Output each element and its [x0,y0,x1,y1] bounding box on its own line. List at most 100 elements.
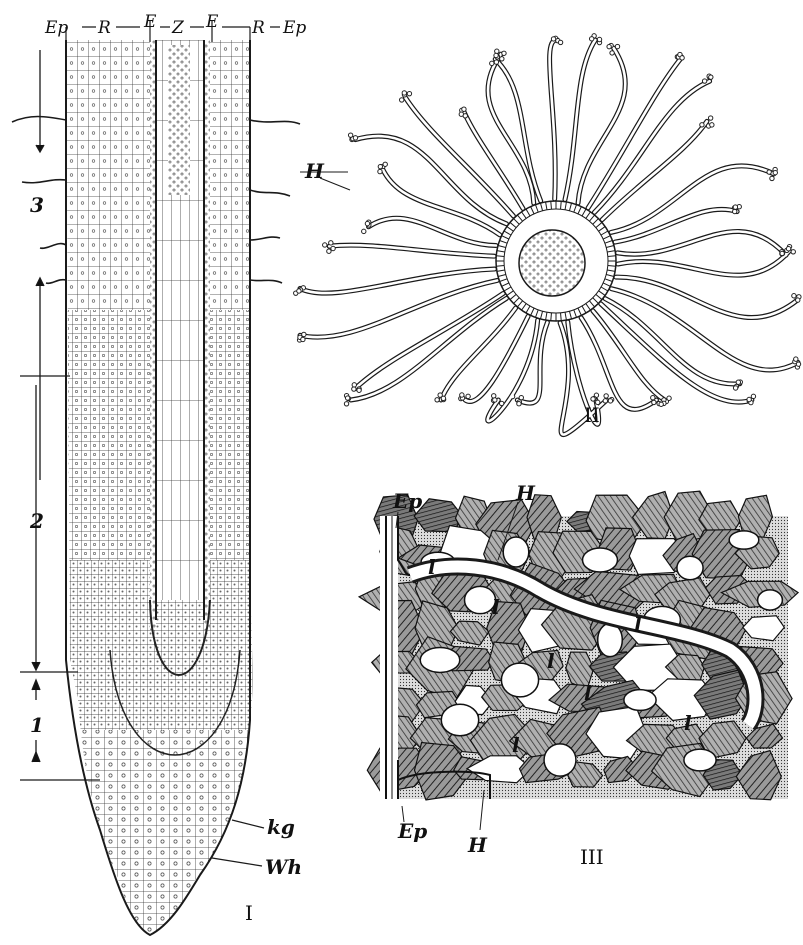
soil-grain [323,243,327,247]
figure-ii-numeral: II [584,403,600,427]
label-r-left: R [97,18,111,38]
soil-grain [773,170,777,174]
soil-grain [378,164,382,168]
air-pocket [598,623,623,656]
soil-grain [652,400,656,404]
soil-grain [494,60,498,64]
label-kg: kg [267,815,295,839]
zone-1-label: 1 [30,713,44,737]
air-pocket [420,648,460,673]
soil-grain [463,114,467,118]
soil-grain [499,401,503,405]
soil-grain [353,136,357,140]
epidermis-cell [608,266,616,267]
figure-iii-label-h-bottom: H [467,833,488,857]
air-pocket [684,749,716,771]
soil-grain [709,75,713,79]
soil-grain [441,396,445,400]
figure-ii-label-h: H [304,159,325,183]
soil-grain [301,337,305,341]
soil-grain [490,61,494,65]
label-l: l [512,733,520,757]
air-pocket [441,704,478,735]
soil-grain [708,116,712,120]
soil-grain [796,362,800,366]
soil-grain [747,397,751,401]
soil-grain [502,51,506,55]
soil-grain [551,37,555,41]
soil-grain [608,399,612,403]
soil-grain [610,51,614,55]
figure-i-root-tip: Ep R E Z E R Ep 3 2 [12,12,306,940]
soil-grain [517,401,521,405]
soil-grain [796,298,800,302]
soil-grain [435,398,439,402]
figure-i-numeral: I [245,901,253,925]
soil-grain [589,37,593,41]
soil-grain [297,289,301,293]
soil-grain [407,91,411,95]
epidermis-cell [551,201,552,209]
soil-grain [357,388,361,392]
soil-grain [591,397,595,401]
soil-grain [786,247,790,251]
soil-grain [462,107,466,111]
zone-2-label: 2 [29,509,44,533]
soil-grain [615,44,619,48]
soil-grain [733,205,737,209]
soil-grain [495,49,499,53]
soil-grain [667,396,671,400]
soil-grain [597,37,601,41]
root-hair [517,322,547,403]
label-r-right: R [251,18,265,38]
label-l: l [584,681,592,705]
soil-grain [519,395,523,399]
air-pocket [503,537,529,567]
soil-grain [607,44,611,48]
label-l: l [547,649,555,673]
root-hair [565,40,595,200]
epidermis-cell [561,313,562,321]
epidermis-cell [496,256,504,257]
soil-grain [345,396,349,400]
soil-grain [736,380,740,384]
soil-grain [751,394,755,398]
soil-grain [402,91,406,95]
soil-grain [399,98,403,102]
figure-ii-cross-section: H II [294,34,802,435]
label-ep-left: Ep [44,18,68,38]
soil-grain [792,294,796,298]
soil-grain [770,176,774,180]
soil-grain [558,40,562,44]
air-pocket [544,744,576,776]
air-pocket [501,663,538,697]
air-pocket [677,556,703,579]
soil-grain [383,162,387,166]
epidermis-cell [496,266,504,267]
air-pocket [465,586,496,613]
air-pocket [624,690,656,711]
figure-iii-numeral: III [580,845,604,869]
root-hair [611,166,774,233]
label-l: l [634,613,642,637]
soil-grain [659,402,663,406]
air-pocket [729,531,759,549]
soil-grain [460,393,464,397]
label-l: l [492,595,500,619]
soil-grain [378,169,382,173]
soil-grain [344,402,348,406]
soil-grain [352,383,356,387]
label-z: Z [171,18,185,38]
zone-3-label: 3 [30,193,44,217]
soil-grain [733,386,737,390]
soil-grain [331,246,335,250]
soil-grain [365,221,369,225]
soil-grain [362,229,366,233]
soil-grain [780,251,784,255]
soil-grain [494,53,498,57]
epidermis-cell [561,201,562,209]
soil-grain [348,133,352,137]
epidermis-cell [551,313,552,321]
